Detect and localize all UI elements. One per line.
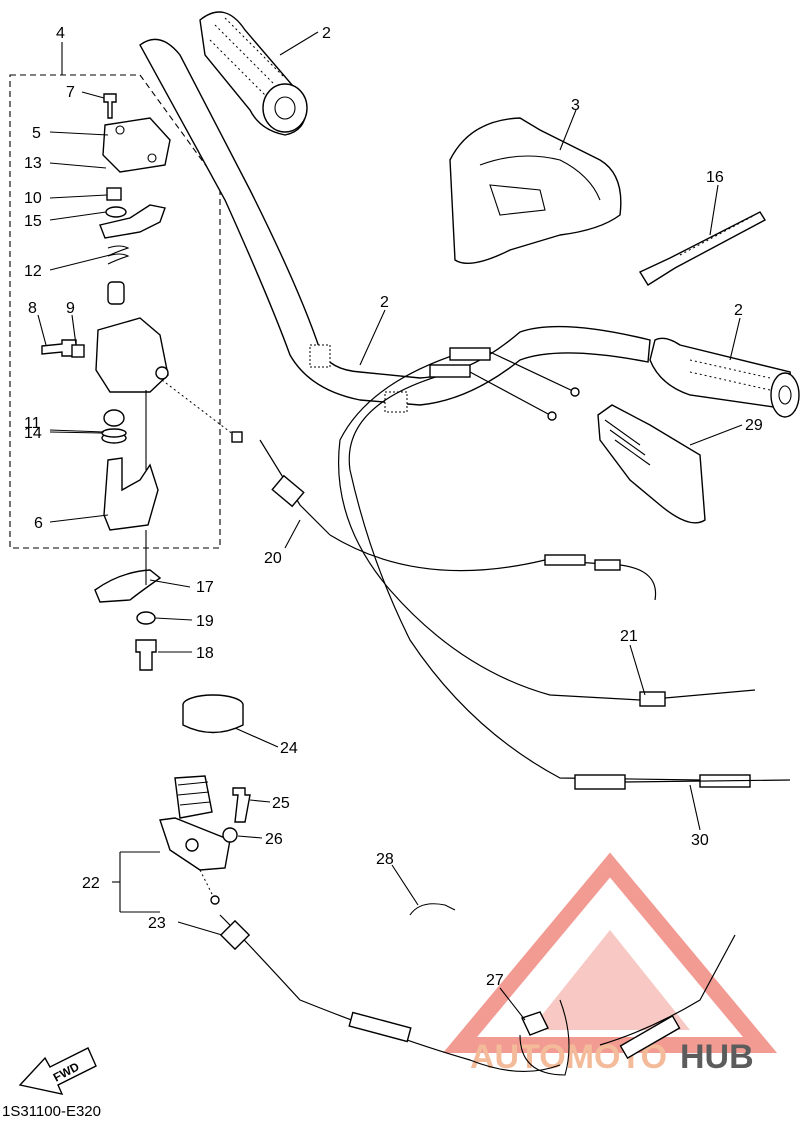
callout-4: 4 <box>56 25 65 42</box>
callout-12: 12 <box>24 263 42 280</box>
callout-16: 16 <box>706 169 724 186</box>
leader-lines <box>37 31 743 1021</box>
callout-17: 17 <box>196 579 214 596</box>
switch-parts <box>41 93 171 671</box>
callout-9: 9 <box>66 300 75 317</box>
diagram-code: 1S31100-E320 <box>2 1103 101 1119</box>
callout-24: 24 <box>280 740 298 757</box>
callout-28: 28 <box>376 851 394 868</box>
callout-23: 23 <box>148 915 166 932</box>
callout-5: 5 <box>32 125 41 142</box>
callout-14-visible: 14 <box>24 425 42 442</box>
throttle-cable <box>161 379 657 601</box>
callout-3: 3 <box>571 97 580 114</box>
callout-26: 26 <box>265 831 283 848</box>
callout-1: 2 <box>380 294 389 311</box>
handlebar-cover <box>449 117 622 264</box>
callout-25: 25 <box>272 795 290 812</box>
callout-11: 11 <box>24 415 41 432</box>
callout-labels: 4 7 5 13 10 15 12 8 9 11 14 6 17 19 18 2… <box>24 25 763 989</box>
callout-2-right: 2 <box>734 302 743 319</box>
callout-29: 29 <box>745 417 763 434</box>
callout-13: 13 <box>24 155 42 172</box>
callout-8: 8 <box>28 300 37 317</box>
cable-tie <box>638 211 766 286</box>
callout-21: 21 <box>620 628 638 645</box>
lever-assembly <box>159 694 736 1072</box>
callout-27: 27 <box>486 972 504 989</box>
callout-10: 10 <box>24 190 42 207</box>
throttle-boot <box>597 404 706 524</box>
callout-7: 7 <box>66 84 75 101</box>
fwd-arrow: FWD <box>18 1047 97 1095</box>
callout-30: 30 <box>691 832 709 849</box>
watermark-logo: AUTOMOTO HUB <box>442 852 778 1076</box>
callout-6: 6 <box>34 515 43 532</box>
callout-18: 18 <box>196 645 214 662</box>
switch-assembly-box <box>9 42 221 549</box>
callout-20: 20 <box>264 550 282 567</box>
watermark-text-dark: HUB <box>680 1038 754 1076</box>
callout-2-left: 2 <box>322 25 331 42</box>
handlebar <box>139 38 651 413</box>
handlebar-cables <box>337 347 791 790</box>
callout-22: 22 <box>82 875 100 892</box>
right-grip <box>649 337 800 418</box>
clips <box>409 903 570 1076</box>
callout-19: 19 <box>196 613 214 630</box>
left-grip <box>199 11 308 136</box>
callout-15: 15 <box>24 213 42 230</box>
